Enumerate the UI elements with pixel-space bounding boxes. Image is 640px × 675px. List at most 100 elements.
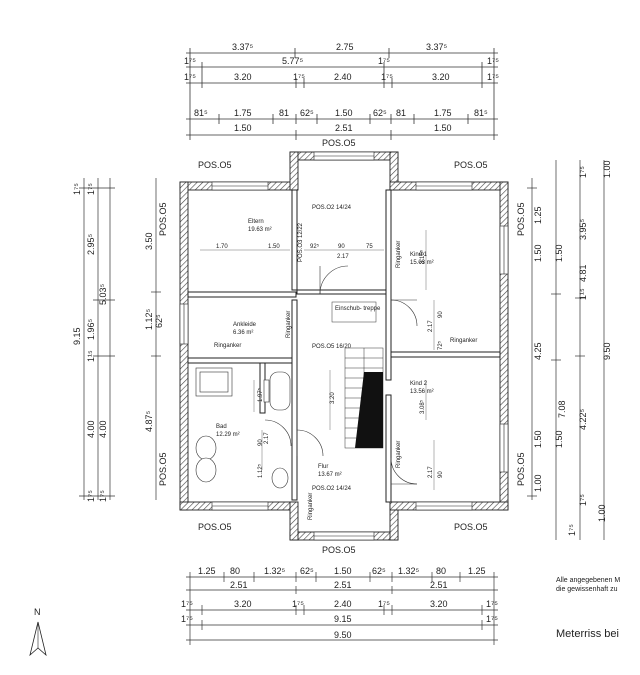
top-dim-r3-b: 3.20 <box>234 72 252 82</box>
top-dim-r4-e: 1.50 <box>335 108 353 118</box>
pos-right-top: POS.O5 <box>516 202 526 236</box>
ringanker-ankleide: Ringanker <box>214 343 241 349</box>
top-dim-r3-e: 1⁷⁵ <box>381 72 393 82</box>
ringanker-vertical-4: Ringanker <box>308 493 314 520</box>
dim-150: 1.50 <box>268 244 280 250</box>
bottom-dimension-chains <box>186 572 498 645</box>
pos-o5-mid: POS.O5 16/20 <box>312 344 352 350</box>
right-dim-l: 1¹⁵ <box>578 288 588 300</box>
bottom-dim-r1-i: 1.25 <box>468 566 486 576</box>
bathroom-fixtures <box>195 367 291 489</box>
top-dim-r1-a: 3.37⁵ <box>232 42 254 52</box>
pos-top-center: POS.O5 <box>322 138 356 148</box>
bottom-dim-r4-a: 1⁷⁵ <box>181 614 193 624</box>
bottom-dim-r1-h: 80 <box>436 566 446 576</box>
bottom-dimension-texts: 1.25 80 1.32⁵ 62⁵ 1.50 62⁵ 1.32⁵ 80 1.25… <box>181 566 498 640</box>
left-dim-b: 2.95⁵ <box>86 233 96 255</box>
dim-217d: 2.17 <box>428 466 434 478</box>
ringanker-vertical-2: Ringanker <box>396 241 402 268</box>
pos-top-left: POS.O5 <box>198 160 232 170</box>
right-dim-j: 3.95⁵ <box>578 218 588 240</box>
right-dim-a: 1.25 <box>533 206 543 224</box>
top-dim-r4-f: 62⁵ <box>373 108 387 118</box>
top-dim-r4-b: 1.75 <box>234 108 252 118</box>
bottom-dim-r1-e: 1.50 <box>334 566 352 576</box>
top-dimension-chains <box>186 48 498 140</box>
room-ankleide-area: 6.36 m² <box>233 330 253 336</box>
bottom-dim-r3-f: 3.20 <box>430 599 448 609</box>
room-eltern-area: 19.63 m² <box>248 227 272 233</box>
bottom-dim-r1-d: 62⁵ <box>300 566 314 576</box>
room-flur-name: Flur <box>318 464 328 470</box>
interior-walls <box>187 189 501 503</box>
north-arrow: N <box>29 607 47 657</box>
top-dim-r4-h: 1.75 <box>434 108 452 118</box>
bottom-dim-r2-b: 2.51 <box>334 580 352 590</box>
top-dim-r4-a: 81⁵ <box>194 108 208 118</box>
interior-annotations: POS.O2 14/24 POS.O3 12/22 POS.O5 16/20 P… <box>214 205 477 520</box>
pos-labels: POS.O5 POS.O5 POS.O5 POS.O5 POS.O5 POS.O… <box>158 138 526 555</box>
top-dim-r1-c: 3.37⁵ <box>426 42 448 52</box>
room-eltern-name: Eltern <box>248 219 264 225</box>
pos-o2-top: POS.O2 14/24 <box>312 205 352 211</box>
right-dim-n: 7.08 <box>557 400 567 418</box>
bottom-dim-r1-f: 62⁵ <box>372 566 386 576</box>
left-dim-k: 3.50 <box>144 232 154 250</box>
dim-90c: 90 <box>258 439 264 446</box>
ringanker-vertical-1: Ringanker <box>286 311 292 338</box>
dim-90d: 90 <box>438 471 444 478</box>
top-dim-r2-a: 1⁷⁵ <box>184 56 196 66</box>
top-dim-r3-c: 1⁷⁵ <box>293 72 305 82</box>
top-dim-r3-g: 1⁷⁵ <box>487 72 499 82</box>
note-line-1: Alle angegebenen M <box>556 577 621 584</box>
right-dim-i: 1⁷⁵ <box>578 166 588 178</box>
note-title: Meterriss bei <box>556 628 619 640</box>
bottom-dim-r1-g: 1.32⁵ <box>398 566 420 576</box>
staircase <box>331 301 384 449</box>
top-dim-r5-b: 2.51 <box>335 123 353 133</box>
top-dim-r5-a: 1.50 <box>234 123 252 133</box>
right-dim-m: 9.50 <box>602 342 612 360</box>
room-kind1-area: 15.03 m² <box>410 260 434 266</box>
left-dim-a: 1⁷⁵ <box>72 183 82 195</box>
bottom-dim-r4-c: 1⁷⁵ <box>486 614 498 624</box>
pos-bottom-left: POS.O5 <box>198 522 232 532</box>
pos-left-bottom: POS.O5 <box>158 452 168 486</box>
top-dim-r4-c: 81 <box>279 108 289 118</box>
right-dim-k: 4.81 <box>578 264 588 282</box>
stair-dim: 3.20 <box>330 392 336 404</box>
bottom-dim-r3-g: 1⁷⁵ <box>486 599 498 609</box>
room-bad-name: Bad <box>216 424 227 430</box>
right-dim-q: 1.00 <box>597 504 607 522</box>
room-bad-area: 12.29 m² <box>216 432 240 438</box>
dim-90: 90 <box>338 244 345 250</box>
bottom-dim-r1-b: 80 <box>230 566 240 576</box>
dim-197: 1.97⁵ <box>257 387 264 402</box>
room-ankleide-name: Ankleide <box>233 322 257 328</box>
door-swings <box>264 265 418 485</box>
dim-217b: 2.17 <box>428 320 434 332</box>
bottom-dim-r4-b: 9.15 <box>334 614 352 624</box>
bottom-dim-r3-d: 2.40 <box>334 599 352 609</box>
top-dim-r5-c: 1.50 <box>434 123 452 133</box>
top-dim-r2-d: 1⁷⁵ <box>487 56 499 66</box>
left-dim-g: 4.00 <box>86 420 96 438</box>
dim-90b: 90 <box>438 311 444 318</box>
room-kind2-name: Kind 2 <box>410 381 428 387</box>
dim-170: 1.70 <box>216 244 228 250</box>
pos-left-top: POS.O5 <box>158 202 168 236</box>
dim-217: 2.17 <box>337 254 349 260</box>
top-dim-r1-b: 2.75 <box>336 42 354 52</box>
right-dim-r: 1⁷⁵ <box>567 524 577 536</box>
right-dim-c: 1.50 <box>554 244 564 262</box>
right-dimension-texts: 1.25 1.50 1.50 4.25 1.50 1.50 1.00 1.00 … <box>533 160 612 536</box>
right-dim-g: 1.00 <box>533 474 543 492</box>
left-dim-f: 1¹⁵ <box>86 350 96 362</box>
left-dimension-chains <box>79 178 161 500</box>
dim-112: 1.12⁵ <box>257 463 264 478</box>
right-dim-b: 1.50 <box>533 244 543 262</box>
left-dimension-texts: 9.15 1⁷⁵ 2.95⁵ 5.03⁵ 1⁷⁵ 1.96⁵ 1¹⁵ 4.00 … <box>72 183 164 502</box>
bottom-dim-r3-c: 1⁷⁵ <box>292 599 304 609</box>
north-label: N <box>34 607 41 617</box>
